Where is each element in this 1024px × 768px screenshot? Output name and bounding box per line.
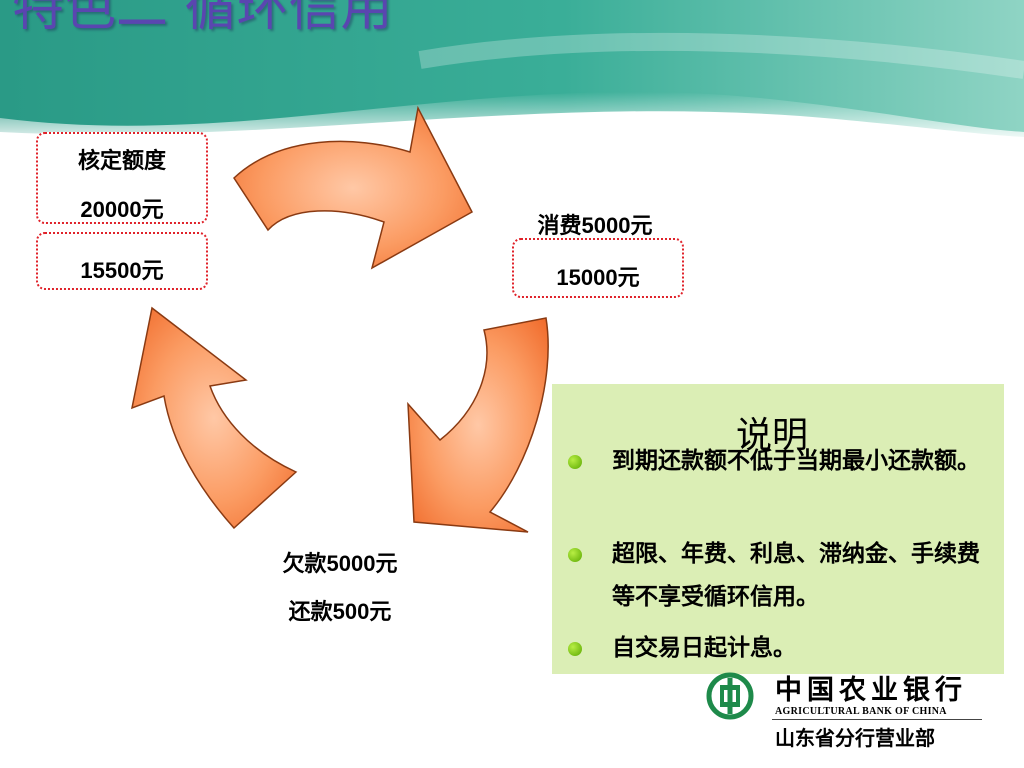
arrow-right <box>407 317 549 533</box>
notes-title: 说明 <box>735 415 808 456</box>
logo-divider <box>772 719 982 720</box>
owed-label: 欠款5000元 <box>282 551 398 576</box>
remaining-after-spend-box <box>512 238 684 298</box>
credit-limit-label: 核定额度 <box>77 148 166 173</box>
remaining-after-repay: 15500元 <box>80 258 164 283</box>
bullet-icon <box>568 548 582 562</box>
spend-label: 消费5000元 <box>537 213 653 238</box>
repay-label: 还款500元 <box>288 599 392 624</box>
arrow-left <box>130 306 298 530</box>
note-item: 自交易日起计息。 <box>612 635 796 661</box>
credit-limit-box <box>36 132 208 224</box>
bullet-icon <box>568 642 582 656</box>
header-band <box>0 0 1024 140</box>
arrow-top <box>233 105 474 270</box>
note-item: 超限、年费、利息、滞纳金、手续费等不享受循环信用。 <box>612 541 980 610</box>
bullet-icon <box>568 455 582 469</box>
note-item: 到期还款额不低于当期最小还款额。 <box>612 448 980 474</box>
logo-branch: 山东省分行营业部 <box>775 726 935 750</box>
logo-name-en: AGRICULTURAL BANK OF CHINA <box>775 706 947 717</box>
remaining-after-spend: 15000元 <box>556 265 640 290</box>
remaining-after-repay-box <box>36 232 208 290</box>
notes-panel: 说明 到期还款额不低于当期最小还款额。 超限、年费、利息、滞纳金、手续费等不享受… <box>552 384 1004 674</box>
slide-title: 特色二 循环信用 <box>12 0 393 38</box>
credit-limit-value: 20000元 <box>80 197 164 222</box>
abc-logo-icon <box>706 672 754 720</box>
logo-name-cn: 中国农业银行 <box>775 675 967 706</box>
